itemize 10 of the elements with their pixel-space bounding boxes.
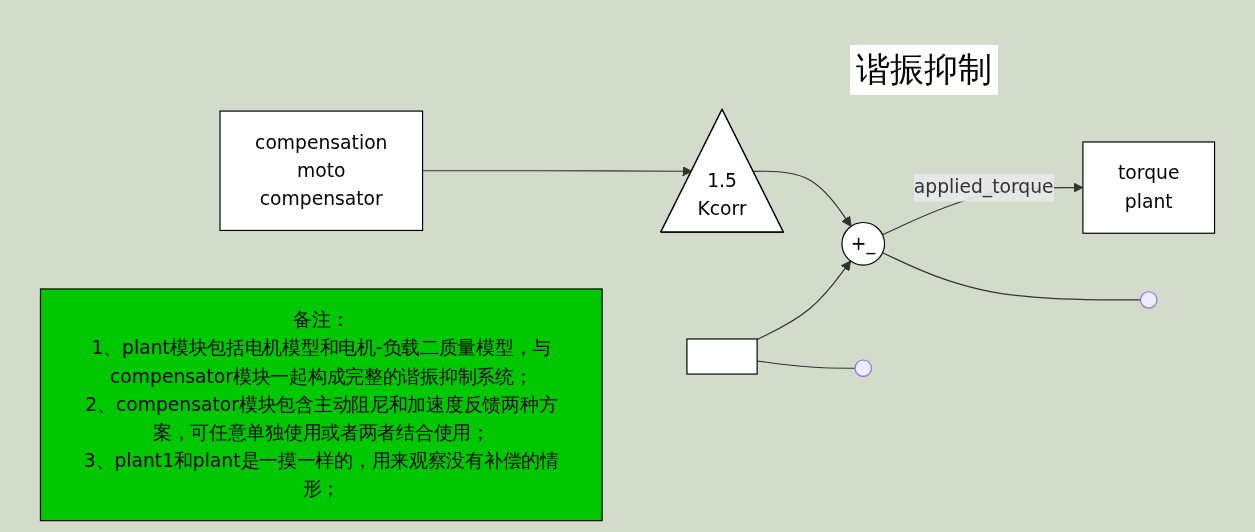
node-box: 备注： 1、plant模块包括电机模型和电机-负载二质量模型，与compensator模块一起构成完整的谐振抑制系统； 2、compensator模块包含主动阻尼和加速度反馈两种方案，可任意单独使用或者两者结合使用； 3、plant1和plant是一摸一样的，用来观察没有补偿的情形； (39, 288, 603, 522)
arrow (752, 170, 852, 227)
node-circle: +_ (841, 221, 886, 266)
arrow (422, 166, 693, 177)
node-box: compensation moto compensator (219, 110, 424, 232)
node-box: torque plant (1082, 141, 1216, 234)
arrow (756, 260, 852, 341)
edge-label: applied_torque (913, 175, 1054, 199)
title: 谐振抑制 (850, 45, 998, 95)
node-box (686, 338, 758, 375)
